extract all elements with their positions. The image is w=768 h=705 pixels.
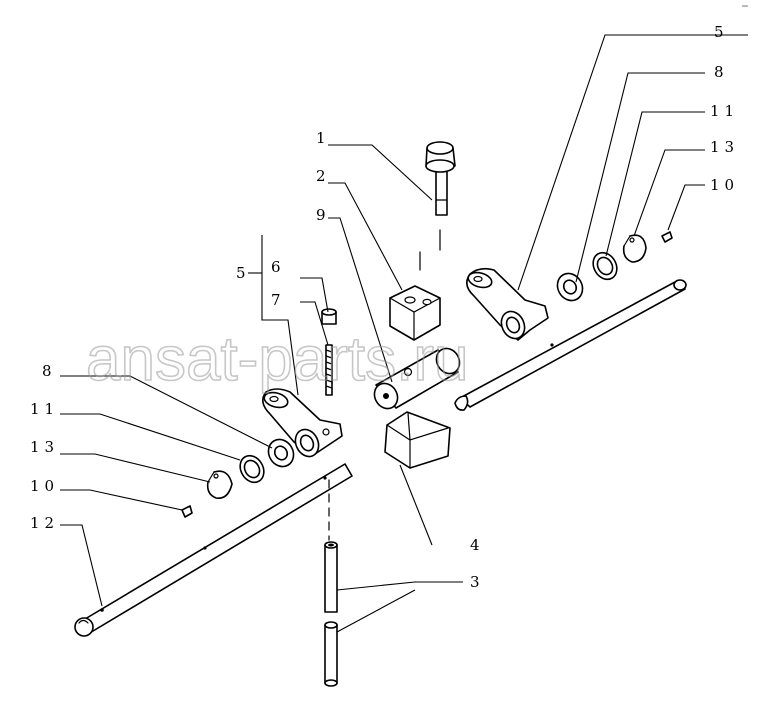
callout-5-left: 5 — [236, 264, 251, 282]
plug-right — [661, 231, 673, 243]
callout-3: 3 — [470, 573, 485, 591]
washer-right-11 — [592, 251, 618, 281]
callout-11-left: 11 — [30, 400, 59, 418]
callout-8-right: 8 — [714, 63, 729, 81]
callout-10-left: 10 — [30, 477, 59, 495]
rocker-pin — [373, 347, 461, 410]
callout-4: 4 — [470, 536, 485, 554]
bracket-upper-half — [389, 285, 441, 341]
callout-6: 6 — [271, 258, 286, 276]
washer-left-11 — [239, 454, 265, 484]
bolt — [419, 141, 456, 271]
washer-right-8 — [556, 272, 584, 302]
rocker-arm-left — [262, 388, 343, 458]
callout-13-right: 13 — [710, 138, 739, 156]
callouts: 1 2 9 4 3 5 6 7 5 8 11 13 10 8 11 13 10 … — [30, 23, 739, 591]
callout-5-right: 5 — [714, 23, 729, 41]
callout-12: 12 — [30, 514, 59, 532]
washer-left-8 — [267, 438, 295, 468]
callout-8-left: 8 — [42, 362, 57, 380]
rocker-shaft — [74, 279, 687, 637]
push-rod-lower — [324, 621, 338, 687]
callout-10-right: 10 — [710, 176, 739, 194]
rocker-arm-right — [466, 267, 549, 341]
push-rod-upper — [324, 541, 338, 613]
adjusting-screw — [325, 344, 333, 396]
circlip-left — [206, 470, 233, 500]
callout-2: 2 — [316, 167, 331, 185]
adjusting-nut — [321, 308, 337, 325]
callout-13-left: 13 — [30, 438, 59, 456]
circlip-right — [622, 234, 647, 263]
bracket-lower-half — [384, 411, 451, 469]
callout-7: 7 — [271, 291, 286, 309]
plug-left — [181, 505, 193, 518]
watermark: ansat-parts.ru — [86, 325, 469, 394]
leader-lines — [60, 34, 748, 633]
callout-9: 9 — [316, 206, 331, 224]
callout-11-right: 11 — [710, 102, 739, 120]
callout-1: 1 — [316, 129, 331, 147]
corner-mark: ᵃᵃᵃ — [742, 4, 748, 10]
